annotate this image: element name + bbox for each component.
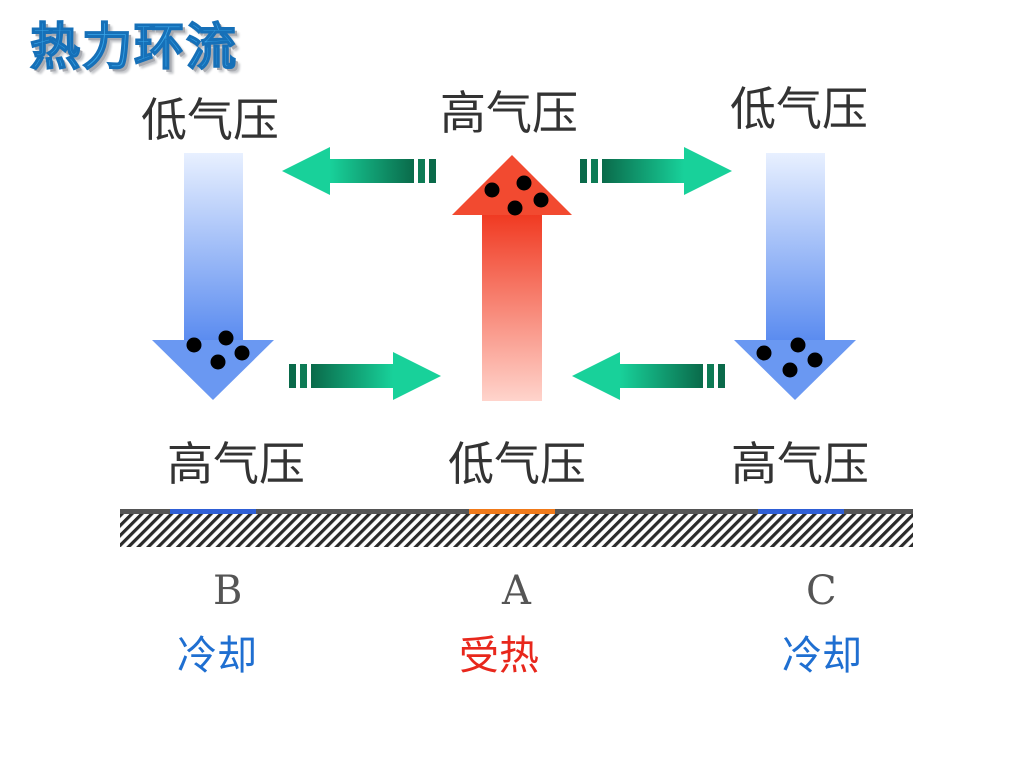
site-a-letter: A (502, 568, 531, 614)
site-b-state: 冷却 (177, 633, 257, 679)
lower-right-flow-arrow (572, 352, 725, 400)
diagram-title: 热力环流 (29, 18, 238, 76)
center-rising-air-arrow (452, 155, 572, 401)
ground-surface (120, 509, 913, 547)
left-descending-air-arrow (152, 153, 274, 400)
surface-center-pressure-label: 低气压 (448, 437, 586, 491)
upper-right-flow-arrow (580, 147, 732, 195)
upper-left-pressure-label: 低气压 (141, 93, 279, 147)
upper-center-pressure-label: 高气压 (440, 86, 578, 140)
site-b-ground-mark (170, 509, 256, 514)
right-descending-air-arrow (734, 153, 856, 400)
lower-left-flow-arrow (289, 352, 441, 400)
upper-left-flow-arrow (282, 147, 436, 195)
surface-left-pressure-label: 高气压 (167, 437, 305, 491)
site-a-state: 受热 (459, 633, 539, 679)
upper-right-pressure-label: 低气压 (730, 82, 868, 136)
site-c-letter: C (806, 568, 837, 614)
site-c-state: 冷却 (782, 633, 862, 679)
surface-right-pressure-label: 高气压 (731, 437, 869, 491)
site-c-ground-mark (758, 509, 844, 514)
site-a-ground-mark (469, 509, 555, 514)
site-b-letter: B (213, 568, 243, 614)
